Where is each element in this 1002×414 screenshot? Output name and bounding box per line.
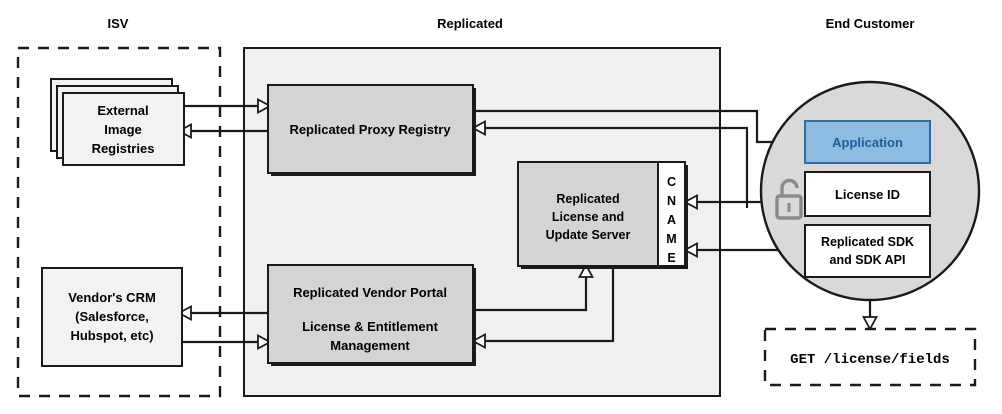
registry-label-line1: External (97, 103, 148, 118)
license-id-box: License ID (804, 171, 931, 217)
vendors-crm-label-line3: Hubspot, etc) (70, 328, 153, 343)
arrowhead-registries-to-proxy (257, 97, 272, 115)
license-id-rect (804, 171, 931, 217)
registry-stack-front (62, 92, 185, 166)
arrowhead-crm-to-portal (257, 333, 272, 351)
vendors-crm-rect (41, 267, 183, 367)
license-server-label-line3: Update Server (546, 228, 631, 242)
arrowhead-application-to-proxy (471, 119, 486, 137)
unlock-icon-shackle (780, 178, 799, 196)
replicated-vendor-portal-box: Replicated Vendor Portal License & Entit… (267, 264, 476, 366)
unlock-icon (775, 178, 803, 220)
replicated-sdk-rect (804, 224, 931, 278)
vendor-portal-rect (267, 264, 474, 364)
api-call-label: GET /license/fields (790, 352, 950, 368)
cname-letter-e: E (667, 251, 675, 265)
replicated-sdk-box: Replicated SDK and SDK API (804, 224, 931, 278)
application-box[interactable]: Application (804, 120, 931, 164)
unlock-icon-keyhole (787, 203, 791, 212)
registry-label-line2: Image (104, 122, 142, 137)
group-title-end-customer: End Customer (826, 16, 915, 31)
api-call-rect (763, 327, 977, 387)
arrowhead-portal-to-license-server (577, 263, 595, 278)
cname-letter-m: M (666, 232, 676, 246)
license-server-rect (517, 161, 659, 267)
arrowhead-sdk-to-cname (683, 241, 698, 259)
connector-license-server-to-portal (485, 265, 615, 343)
connector-application-to-proxy (485, 126, 749, 208)
vendor-portal-label-line2: License & Entitlement (302, 319, 438, 334)
cname-rect (657, 161, 686, 267)
license-server-label-line1: Replicated (556, 192, 619, 206)
api-call-box: GET /license/fields (763, 327, 977, 387)
license-id-label: License ID (835, 187, 900, 202)
replicated-sdk-label-line2: and SDK API (830, 253, 906, 267)
replicated-proxy-registry-box: Replicated Proxy Registry (267, 84, 476, 176)
vendors-crm-label-line2: (Salesforce, (75, 309, 149, 324)
cname-letter-n: N (667, 194, 676, 208)
arrowhead-license-server-to-portal (471, 332, 486, 350)
connector-portal-to-license-server (473, 277, 588, 312)
proxy-registry-label: Replicated Proxy Registry (289, 122, 451, 137)
application-label: Application (832, 135, 903, 150)
vendors-crm-label-line1: Vendor's CRM (68, 290, 156, 305)
proxy-registry-rect (267, 84, 474, 174)
cname-letter-a: A (667, 213, 676, 227)
external-image-registries: External Image Registries (50, 78, 185, 166)
vendor-portal-label-line3: Management (330, 338, 410, 353)
group-title-replicated: Replicated (437, 16, 503, 31)
license-server-label-line2: License and (552, 210, 624, 224)
vendor-portal-label-line1: Replicated Vendor Portal (293, 285, 447, 300)
arrowhead-portal-to-crm (177, 304, 192, 322)
cname-letter-c: C (667, 175, 676, 189)
replicated-license-update-server-box: Replicated License and Update Server C N… (517, 161, 688, 269)
arrowhead-sdk-to-api-call (861, 316, 879, 331)
replicated-sdk-label-line1: Replicated SDK (821, 235, 914, 249)
vendors-crm-box: Vendor's CRM (Salesforce, Hubspot, etc) (41, 267, 183, 367)
isv-boundary (16, 46, 222, 398)
arrowhead-licenseid-to-cname (683, 193, 698, 211)
application-rect[interactable] (804, 120, 931, 164)
group-title-isv: ISV (108, 16, 129, 31)
registry-label-line3: Registries (92, 141, 155, 156)
unlock-icon-body (775, 194, 803, 220)
